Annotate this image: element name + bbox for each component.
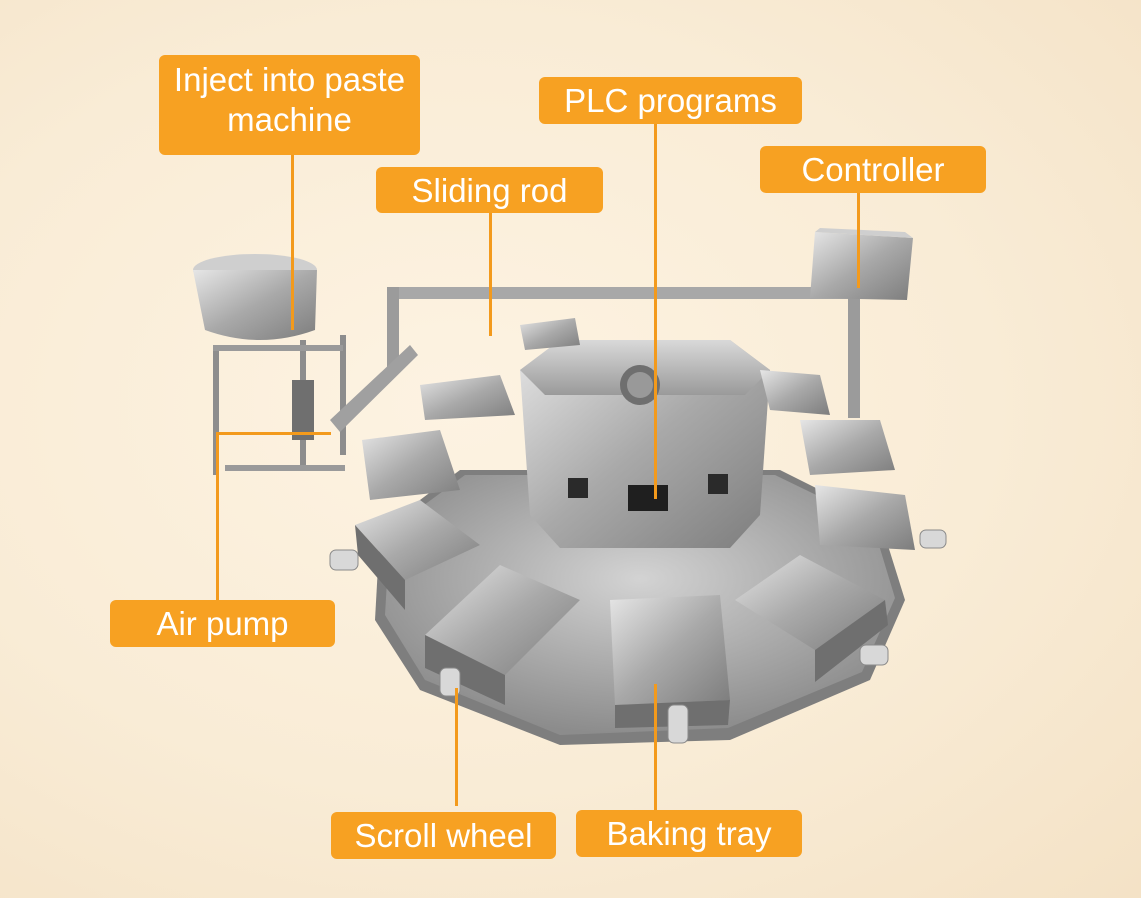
leader-line-controller [857, 193, 860, 288]
callout-controller: Controller [760, 146, 986, 193]
sliding-rod-frame [387, 287, 887, 418]
central-drum [520, 340, 770, 548]
callout-inject-into-paste-machine: Inject into paste machine [159, 55, 420, 155]
leader-line-inject [291, 155, 294, 330]
controller-box [810, 228, 913, 300]
callout-sliding-rod: Sliding rod [376, 167, 603, 213]
paste-machine [193, 254, 418, 475]
leader-line-sliding-rod [489, 213, 492, 336]
callout-scroll-wheel: Scroll wheel [331, 812, 556, 859]
callout-plc-programs: PLC programs [539, 77, 802, 124]
leader-line-scroll-wheel [455, 688, 458, 806]
leader-line-plc [654, 124, 657, 499]
baking-trays [355, 318, 915, 728]
callout-baking-tray: Baking tray [576, 810, 802, 857]
leader-line-air-pump-h [216, 432, 331, 435]
leader-line-air-pump-v [216, 432, 219, 602]
leader-line-baking-tray [654, 684, 657, 810]
callout-air-pump: Air pump [110, 600, 335, 647]
